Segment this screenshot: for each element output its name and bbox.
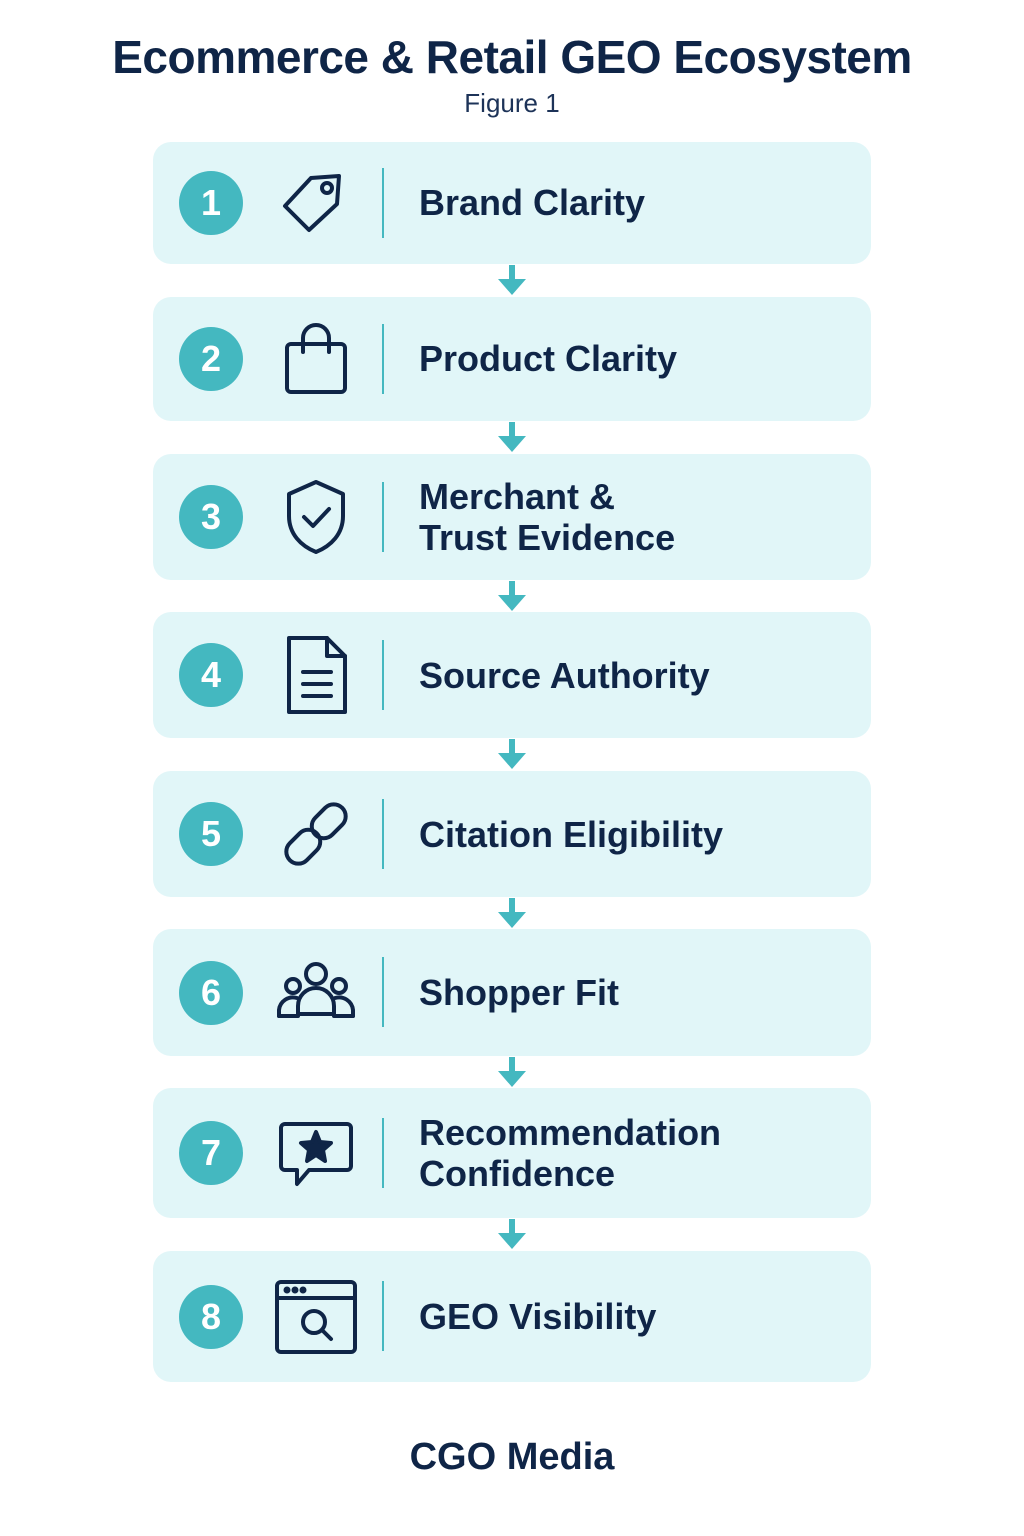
link-icon: [271, 789, 361, 879]
step-divider: [382, 957, 384, 1027]
down-arrow-icon: [498, 581, 526, 611]
step-number-badge: 4: [179, 643, 243, 707]
step-number-badge: 3: [179, 485, 243, 549]
chat-star-icon: [271, 1108, 361, 1198]
step-divider: [382, 482, 384, 552]
figure-caption: Figure 1: [464, 88, 560, 118]
step-number-badge: 7: [179, 1121, 243, 1185]
step-card: 7 Recommendation Confidence: [153, 1088, 871, 1218]
step-number-badge: 8: [179, 1285, 243, 1349]
step-number-badge: 1: [179, 171, 243, 235]
step-divider: [382, 799, 384, 869]
step-divider: [382, 1281, 384, 1351]
down-arrow-icon: [498, 1057, 526, 1087]
step-divider: [382, 640, 384, 710]
step-number-badge: 2: [179, 327, 243, 391]
down-arrow-icon: [498, 422, 526, 452]
diagram-title: Ecommerce & Retail GEO Ecosystem: [112, 31, 912, 83]
step-divider: [382, 324, 384, 394]
step-card: 8 GEO Visibility: [153, 1251, 871, 1382]
step-card: 3 Merchant & Trust Evidence: [153, 454, 871, 580]
step-divider: [382, 168, 384, 238]
step-label: Recommendation Confidence: [419, 1112, 722, 1194]
down-arrow-icon: [498, 265, 526, 295]
shopping-bag-icon: [271, 314, 361, 404]
down-arrow-icon: [498, 898, 526, 928]
step-label: GEO Visibility: [419, 1296, 657, 1337]
shield-check-icon: [271, 472, 361, 562]
step-card: 1 Brand Clarity: [153, 142, 871, 264]
price-tag-icon: [271, 158, 361, 248]
step-card: 2 Product Clarity: [153, 297, 871, 421]
step-label: Product Clarity: [419, 338, 678, 379]
step-number-badge: 5: [179, 802, 243, 866]
step-card: 4 Source Authority: [153, 612, 871, 738]
document-icon: [271, 630, 361, 720]
step-number-badge: 6: [179, 961, 243, 1025]
step-label: Brand Clarity: [419, 182, 646, 223]
step-card: 6 Shopper Fit: [153, 929, 871, 1056]
brand-footer: CGO Media: [409, 1436, 615, 1478]
step-label: Shopper Fit: [419, 972, 619, 1013]
down-arrow-icon: [498, 739, 526, 769]
browser-search-icon: [271, 1272, 361, 1362]
step-label: Citation Eligibility: [419, 814, 723, 855]
users-group-icon: [271, 948, 361, 1038]
down-arrow-icon: [498, 1219, 526, 1249]
step-card: 5 Citation Eligibility: [153, 771, 871, 897]
step-label: Merchant & Trust Evidence: [419, 476, 676, 558]
step-divider: [382, 1118, 384, 1188]
step-label: Source Authority: [419, 655, 710, 696]
